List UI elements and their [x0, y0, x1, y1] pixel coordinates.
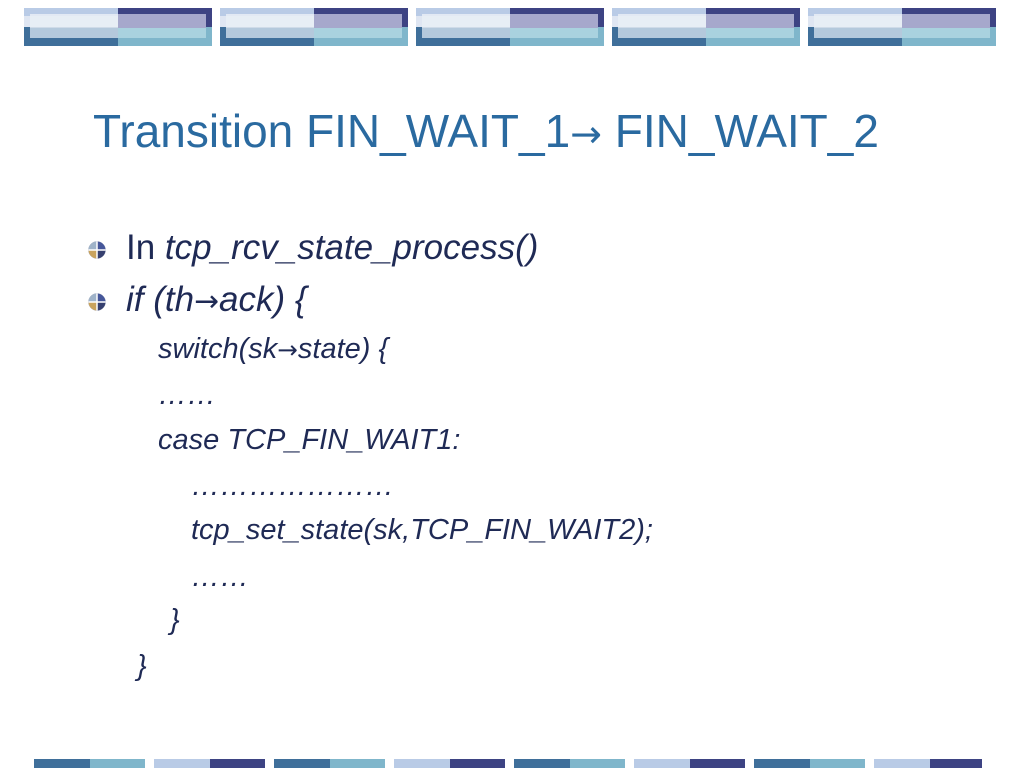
bullet-prefix: In [126, 228, 165, 267]
band-block [416, 8, 604, 46]
bullet-line-2: if (th→ack) { [126, 280, 307, 320]
band-block [612, 8, 800, 46]
bullet-line-1: In tcp_rcv_state_process() [126, 228, 538, 268]
code-line-ellipsis: …… [191, 561, 249, 593]
bottom-decorative-band [34, 759, 982, 768]
code-line-ellipsis: ………………… [191, 470, 394, 502]
code-line-close-brace: } [137, 650, 147, 682]
band-block [24, 8, 212, 46]
title-start: Transition FIN_WAIT_1 [93, 105, 571, 157]
arrow-right-icon: → [570, 112, 603, 156]
code-line-close-brace: } [170, 604, 180, 636]
arrow-right-icon: → [277, 335, 298, 364]
code-if-b: ack) { [219, 280, 307, 319]
slide-title: Transition FIN_WAIT_1→ FIN_WAIT_2 [93, 104, 879, 158]
code-line-set-state: tcp_set_state(sk,TCP_FIN_WAIT2); [191, 514, 653, 546]
band-block [220, 8, 408, 46]
function-name: tcp_rcv_state_process() [164, 228, 539, 267]
code-switch-a: switch(sk [158, 333, 278, 365]
bullet-icon [88, 241, 106, 259]
code-switch-b: state) { [297, 333, 389, 365]
bullet-icon [88, 293, 106, 311]
code-if-a: if (th [126, 280, 195, 319]
arrow-right-icon: → [194, 284, 220, 319]
band-block [808, 8, 996, 46]
code-line-case: case TCP_FIN_WAIT1: [158, 424, 461, 456]
top-decorative-band [24, 8, 998, 46]
code-line-switch: switch(sk→state) { [158, 333, 388, 366]
code-line-ellipsis: …… [158, 379, 216, 411]
title-end: FIN_WAIT_2 [602, 105, 879, 157]
